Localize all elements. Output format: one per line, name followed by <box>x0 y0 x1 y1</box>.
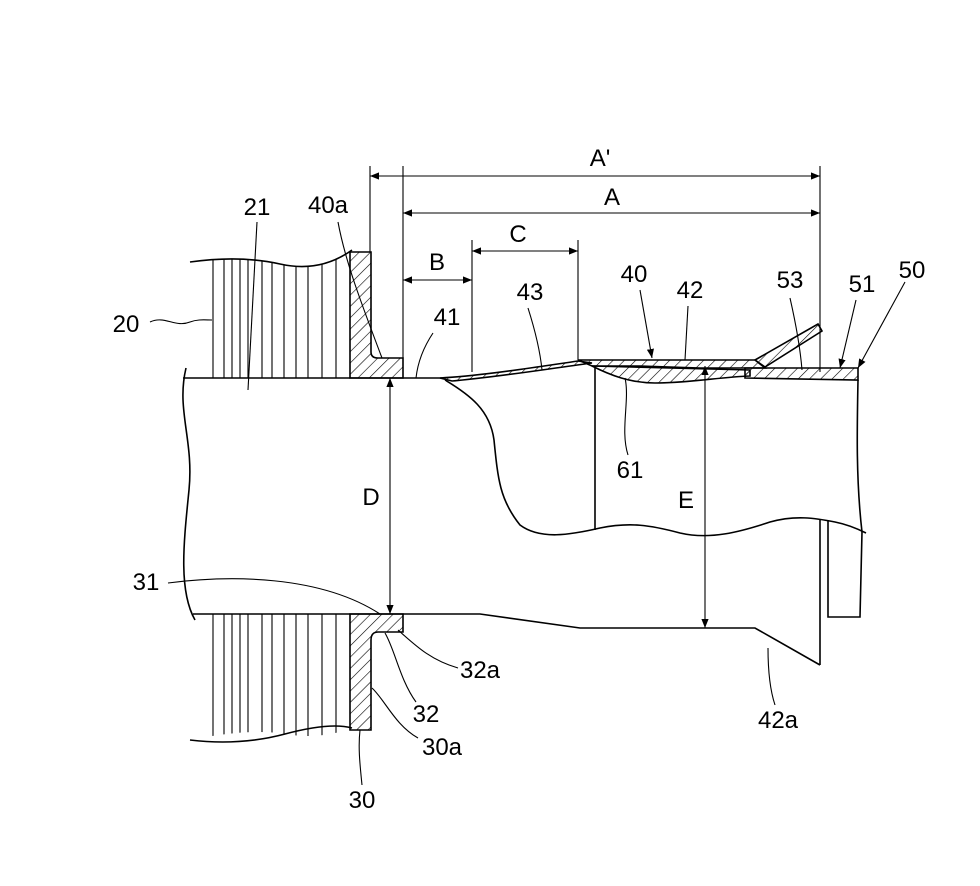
label-30: 30 <box>349 787 376 814</box>
label-43: 43 <box>517 279 544 306</box>
label-51: 51 <box>849 271 876 298</box>
label-41: 41 <box>434 304 461 331</box>
label-42a: 42a <box>758 707 799 734</box>
label-42: 42 <box>677 277 704 304</box>
label-40: 40 <box>621 261 648 288</box>
label-40a: 40a <box>308 192 349 219</box>
label-d: D <box>362 484 379 511</box>
label-32: 32 <box>413 701 440 728</box>
label-a: A <box>604 184 620 211</box>
label-b: B <box>429 249 445 276</box>
label-c: C <box>509 221 526 248</box>
label-31: 31 <box>133 569 160 596</box>
label-61: 61 <box>617 457 644 484</box>
label-30a: 30a <box>422 734 463 761</box>
label-53: 53 <box>777 267 804 294</box>
label-32a: 32a <box>460 657 501 684</box>
label-20: 20 <box>113 311 140 338</box>
label-50: 50 <box>899 257 926 284</box>
label-21: 21 <box>244 194 271 221</box>
label-e: E <box>678 487 694 514</box>
label-a-prime: A' <box>590 145 611 172</box>
